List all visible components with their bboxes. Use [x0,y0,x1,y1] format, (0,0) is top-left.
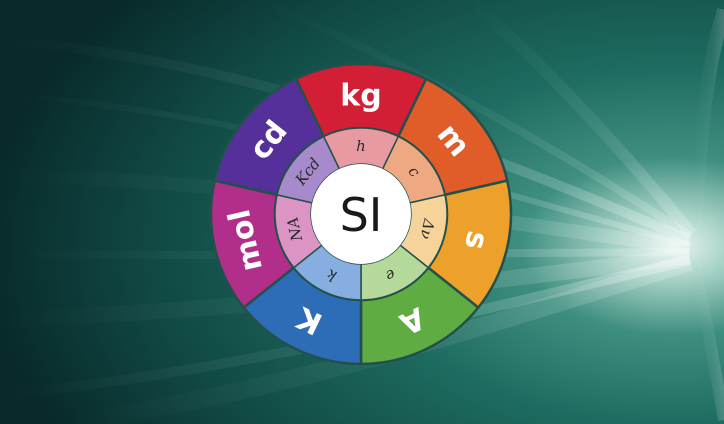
si-center-label: SI [340,188,383,242]
unit-segments [209,62,513,366]
constant-label-s: Δν [416,216,438,240]
constant-label-mol: NA [283,215,306,244]
unit-label-kg: kg [340,79,381,114]
constant-segments [274,127,448,301]
center-disc [311,164,411,264]
constant-label-kg: h [356,137,366,155]
